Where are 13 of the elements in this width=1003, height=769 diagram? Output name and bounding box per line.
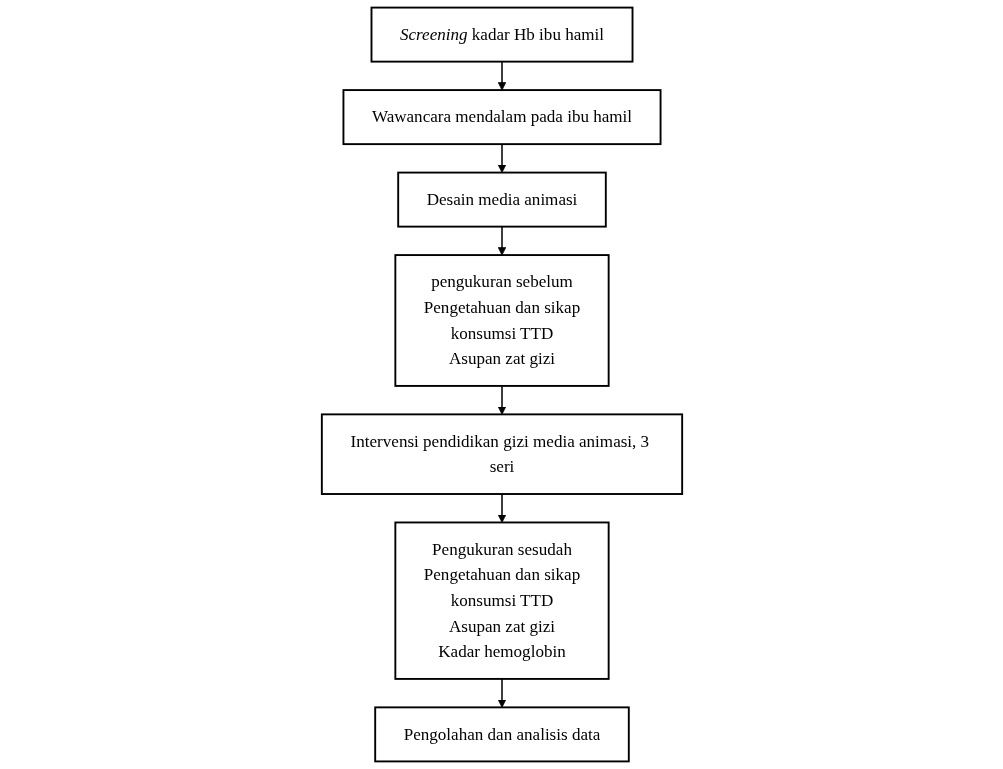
node-box: Intervensi pendidikan gizi media animasi, 3 seri: [320, 413, 683, 495]
arrow: [497, 225, 506, 256]
arrow: [497, 60, 506, 91]
node-box: Pengukuran sesudah Pengetahuan dan sikap konsumsi TTD Asupan zat gizi Kadar hemoglobin: [393, 521, 610, 680]
arrow: [497, 143, 506, 173]
arrow: [497, 678, 506, 708]
arrow: [497, 493, 506, 523]
arrow: [497, 385, 506, 415]
node-box: Wawancara mendalam pada ibu hamil: [342, 89, 661, 146]
node-box: Desain media animasi: [396, 171, 607, 228]
node-box: pengukuran sebelum Pengetahuan dan sikap konsumsi TTD Asupan zat gizi: [393, 254, 610, 387]
node-box: Pengolahan dan analisis data: [373, 706, 630, 763]
node-box: Screening kadar Hb ibu hamil: [370, 6, 633, 63]
